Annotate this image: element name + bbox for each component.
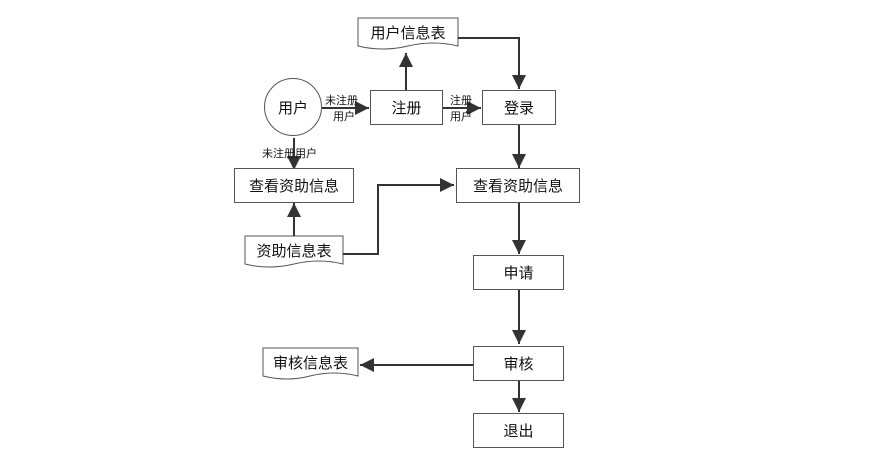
edge-label-registered-1: 注册: [450, 94, 472, 107]
edge-aid-table-to-view-right: [343, 178, 454, 255]
edge-label-registered-2: 用户: [450, 110, 472, 123]
user-node: 用户: [264, 78, 322, 136]
apply-node: 申请: [473, 255, 564, 290]
login-node: 登录: [482, 90, 556, 125]
edge-label-unregistered-user: 未注册用户: [262, 147, 317, 160]
user-table-shape: [357, 17, 459, 50]
edge-label-unregistered-2: 用户: [333, 110, 355, 123]
view-aid-left-node: 查看资助信息: [234, 168, 354, 203]
review-table-shape: [262, 347, 359, 380]
aid-table-label: 资助信息表: [256, 241, 332, 260]
user-table-label: 用户信息表: [370, 23, 446, 42]
register-node: 注册: [370, 90, 443, 125]
aid-table-shape: [244, 235, 344, 268]
review-node: 审核: [473, 346, 564, 381]
edge-label-unregistered-1: 未注册: [325, 94, 358, 107]
view-aid-right-node: 查看资助信息: [456, 168, 580, 203]
edge-user-table-to-login: [458, 37, 526, 89]
exit-node: 退出: [473, 413, 564, 448]
review-table-label: 审核信息表: [272, 353, 348, 372]
